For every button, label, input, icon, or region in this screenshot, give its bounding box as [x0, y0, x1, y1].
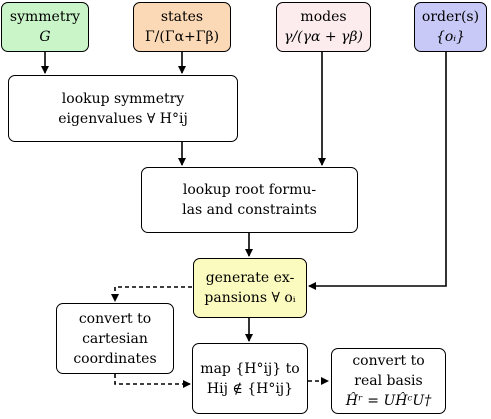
node-lookup-symmetry: lookup symmetry eigenvalues ∀ H°ij — [8, 75, 238, 142]
node-map-line1: map {H°ij} to — [200, 360, 300, 377]
node-orders-sub: {oᵢ} — [435, 29, 466, 45]
node-states: states Γ/(Γα+Γβ) — [133, 2, 231, 52]
node-convert-cartesian-line3: coordinates — [73, 350, 157, 367]
edge-orders-to-generate — [308, 52, 447, 290]
node-modes-title: modes — [300, 9, 347, 25]
node-lookup-root: lookup root formu- las and constraints — [141, 167, 358, 233]
node-generate-line2: pansions ∀ oᵢ — [204, 290, 296, 306]
node-symmetry-sub: G — [39, 29, 51, 45]
node-symmetry-title: symmetry — [9, 9, 81, 25]
node-convert-real-line3: Ĥʳ = UĤᶜU† — [345, 393, 432, 409]
node-convert-cartesian-line2: cartesian — [82, 330, 148, 347]
node-convert-real: convert to real basis Ĥʳ = UĤᶜU† — [331, 348, 446, 414]
node-convert-real-line1: convert to — [352, 353, 425, 369]
node-convert-real-line2: real basis — [354, 373, 423, 389]
node-orders-title: order(s) — [421, 9, 480, 25]
node-orders: order(s) {oᵢ} — [414, 2, 487, 52]
node-convert-cartesian-line1: convert to — [78, 310, 152, 327]
node-modes: modes γ/(γα + γβ) — [276, 2, 371, 52]
edge-generate-to-convert-cart — [111, 286, 192, 302]
node-generate-line1: generate ex- — [205, 270, 295, 286]
node-states-sub: Γ/(Γα+Γβ) — [144, 29, 220, 45]
node-map: map {H°ij} to Hij ∉ {H°ij} — [192, 343, 308, 414]
node-states-title: states — [160, 9, 204, 25]
node-symmetry: symmetry G — [1, 2, 89, 52]
node-convert-cartesian: convert to cartesian coordinates — [56, 303, 174, 374]
node-lookup-root-line1: lookup root formu- — [182, 182, 317, 198]
node-map-line2: Hij ∉ {H°ij} — [206, 380, 294, 397]
node-generate: generate ex- pansions ∀ oᵢ — [193, 258, 307, 318]
node-lookup-symmetry-line2: eigenvalues ∀ H°ij — [58, 110, 188, 127]
edge-convert-cart-to-map — [114, 374, 191, 388]
node-modes-sub: γ/(γα + γβ) — [284, 29, 363, 45]
node-lookup-root-line2: las and constraints — [182, 202, 317, 218]
node-lookup-symmetry-line1: lookup symmetry — [61, 90, 185, 107]
